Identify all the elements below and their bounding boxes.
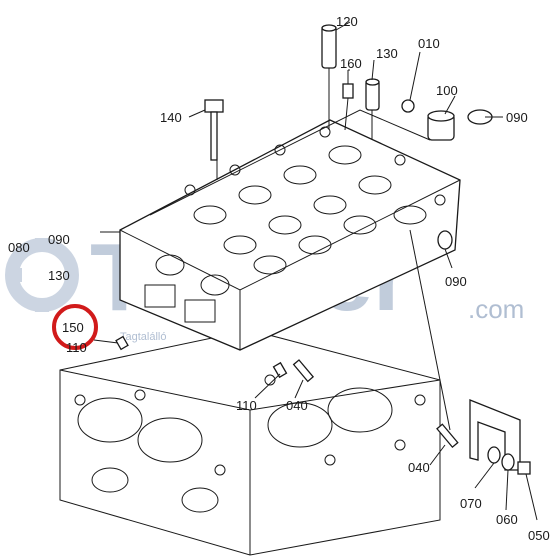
- callout-150: 150: [62, 320, 84, 335]
- part-130-sleeve: [365, 78, 380, 111]
- part-160-plug: [342, 70, 354, 99]
- callout-060: 060: [496, 512, 518, 527]
- part-110-screw-mid: [272, 361, 288, 379]
- part-090-side-plug: [437, 230, 453, 250]
- callout-100: 100: [436, 83, 458, 98]
- part-140-bolt: [204, 99, 224, 161]
- callout-090-left: 090: [48, 232, 70, 247]
- part-040-stud-right: [436, 423, 459, 449]
- part-040-stud-mid: [292, 359, 315, 383]
- part-010-plug: [401, 99, 415, 113]
- leader-lines: [93, 21, 538, 521]
- watermark-domain: .com: [468, 294, 524, 324]
- cylinder-head: [119, 109, 461, 351]
- part-070-washer: [487, 446, 501, 464]
- callout-040-right: 040: [408, 460, 430, 475]
- watermark-sub: Tagtalálló: [120, 331, 166, 343]
- engine-block: [59, 329, 441, 556]
- part-050-nut: [517, 461, 531, 475]
- callout-090-side: 090: [445, 274, 467, 289]
- callout-110-mid: 110: [236, 398, 257, 413]
- callout-140: 140: [160, 110, 182, 125]
- callout-160: 160: [340, 56, 362, 71]
- callout-120: 120: [336, 14, 358, 29]
- highlight-ring-150: [52, 304, 98, 350]
- callout-080: 080: [8, 240, 30, 255]
- callout-130-top: 130: [376, 46, 398, 61]
- part-bracket: [469, 399, 521, 471]
- callout-040-mid: 040: [286, 398, 308, 413]
- part-060-nut: [501, 453, 515, 471]
- part-100-cap: [427, 110, 455, 141]
- callout-050: 050: [528, 528, 550, 543]
- callout-090-right: 090: [506, 110, 528, 125]
- callout-070: 070: [460, 496, 482, 511]
- part-120-sleeve: [321, 24, 337, 69]
- callout-110-left: 110: [66, 340, 87, 355]
- watermark-gear-icon: [5, 238, 79, 312]
- callout-130-left: 130: [48, 268, 70, 283]
- callout-010: 010: [418, 36, 440, 51]
- part-110-screw-left: [115, 335, 129, 351]
